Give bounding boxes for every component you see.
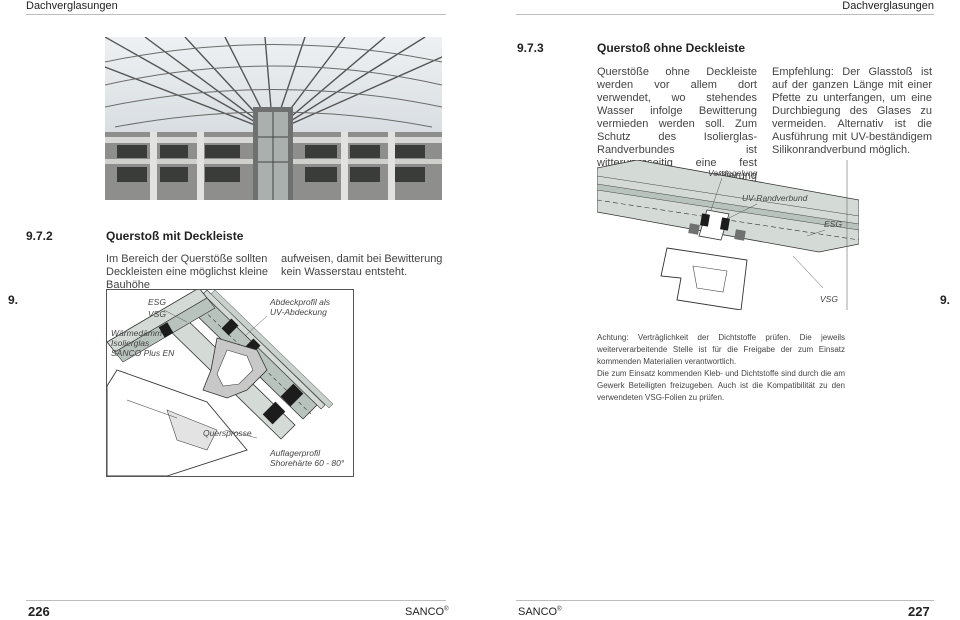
footer-brand-right: SANCO® [518,606,562,618]
header-divider-right [516,14,934,15]
glass-roof-photo-image [105,37,442,200]
notice-approval: Die zum Einsatz kommenden Kleb- und Dich… [597,369,845,402]
chapter-marker-right: 9. [940,293,951,307]
header-divider-left [26,14,446,15]
footer-brand-right-text: SANCO [518,606,558,618]
label-left-esg: ESG [148,297,166,307]
chapter-marker-left: 9. [8,293,19,307]
label-left-vsg: VSG [148,309,166,319]
footer-brand-right-reg: ® [557,606,562,613]
section-973-col2: Empfehlung: Der Glasstoß ist auf der gan… [772,66,932,156]
footer-brand-left-reg: ® [444,606,449,613]
diagram-joint-with-cover-strip [106,287,354,477]
section-972-col1: Im Bereich der Querstöße sollten Decklei… [106,253,269,291]
footer-divider-right [516,600,934,601]
label-uv-randverbund: UV-Randverbund [742,193,808,203]
notice-compatibility: Achtung: Verträglichkeit der Dichtstoffe… [597,333,845,366]
label-versiegelung: Versiegelung [708,168,758,178]
label-auflagerprofil: Auflagerprofil Shorehärte 60 - 80° [270,448,345,468]
footer-brand-left: SANCO® [405,606,449,618]
section-973-number: 9.7.3 [517,41,544,55]
header-right-title: Dachverglasungen [842,0,934,12]
label-right-vsg: VSG [820,294,838,304]
page-number-right: 227 [908,604,930,619]
section-972-col2: aufweisen, damit bei Bewitterung kein Wa… [281,253,443,278]
diagram-joint-without-cover-strip-drawing [596,159,860,311]
label-right-esg: ESG [824,219,842,229]
section-972-title: Querstoß mit Deckleiste [106,229,244,243]
footer-brand-left-text: SANCO [405,606,445,618]
header-left-title: Dachverglasungen [26,0,118,12]
label-abdeckprofil: Abdeckprofil als UV-Abdeckung [270,297,331,317]
label-quersprosse: Quersprosse [203,428,252,438]
section-973-title: Querstoß ohne Deckleiste [597,41,746,55]
footer-divider-left [26,600,446,601]
label-waermedaemm-isolierglas: Wärmedämm Isolierglas SANCO Plus EN [111,328,175,358]
section-972-number: 9.7.2 [26,229,53,243]
diagram-joint-with-cover-strip-drawing [106,287,334,477]
page-number-left: 226 [28,604,50,619]
diagram-joint-without-cover-strip [596,159,860,311]
glass-roof-photo [105,37,442,200]
